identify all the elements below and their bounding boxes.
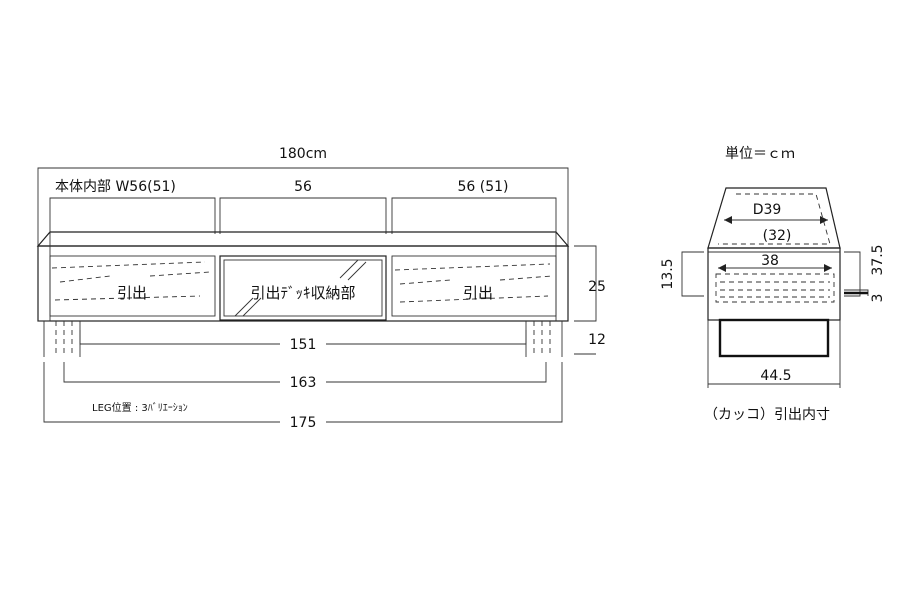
compartment-center-label: 56 (294, 179, 312, 195)
compartment-center-bracket (219, 197, 387, 234)
cabinet-top (36, 231, 570, 247)
compartment-left-label: 本体内部 W56(51) (55, 179, 176, 195)
drawer-left-label: 引出 (117, 284, 147, 302)
leg-span-middle-left (63, 362, 280, 383)
drawer-depth-arrow-left (718, 264, 726, 272)
drawer-inner-note: （カッコ）引出内寸 (704, 407, 830, 423)
side-base (718, 318, 830, 358)
leg-span-outer-left (43, 362, 280, 423)
body-height-bracket (574, 245, 597, 322)
leg-span-inner-right (326, 330, 527, 345)
side-top-inner (718, 193, 831, 245)
wood-grain (51, 261, 553, 303)
drawer-center-glass (223, 259, 383, 317)
leg-span-outer-label: 175 (290, 415, 317, 431)
depth-arrow-right (820, 216, 828, 224)
depth-label: D39 (753, 202, 782, 218)
drawer-left (49, 255, 216, 317)
right-height-label-a: 3 (870, 294, 886, 303)
body-height-label: 25 (588, 279, 606, 295)
overall-width-bracket (37, 167, 569, 246)
glass-reflection (234, 259, 367, 317)
drawer-depth-arrow-right (824, 264, 832, 272)
side-view: 単位＝ｃｍ D39 (32) 38 44.5 13.5 (660, 146, 886, 423)
left-height-bracket (681, 251, 704, 297)
leg-span-middle-right (326, 362, 547, 383)
leg-span-inner-left (79, 330, 280, 345)
leg-span-middle-label: 163 (290, 375, 317, 391)
leg-position-note: LEG位置 : 3ﾊﾞﾘｴｰｼｮﾝ (92, 401, 188, 414)
leg-span-outer-right (326, 362, 563, 423)
cabinet-body (37, 245, 569, 322)
leg-height-label: 12 (588, 332, 606, 348)
left-height-label: 13.5 (660, 258, 676, 289)
depth-arrow-left (724, 216, 732, 224)
drawer-right-label: 引出 (463, 284, 493, 302)
drawer-depth-label: 38 (761, 253, 779, 269)
compartment-right-label: 56 (51) (457, 179, 508, 195)
leg-span-inner-label: 151 (290, 337, 317, 353)
compartment-left-bracket (49, 197, 216, 234)
right-height-label-b: 37.5 (870, 244, 886, 275)
drawer-outline (715, 273, 835, 303)
drawer-center (219, 255, 387, 321)
drawer-center-label: 引出ﾃﾞｯｷ収納部 (250, 284, 355, 302)
front-view: 180cm 本体内部 W56(51) 56 56 (51) (36, 146, 606, 431)
drawer-right (391, 255, 557, 317)
base-depth-label: 44.5 (760, 368, 791, 384)
right-height-bracket-a (844, 251, 861, 297)
compartment-right-bracket (391, 197, 557, 234)
unit-label: 単位＝ｃｍ (725, 146, 795, 162)
overall-width-label: 180cm (279, 146, 327, 162)
depth-inner-label: (32) (763, 228, 792, 244)
